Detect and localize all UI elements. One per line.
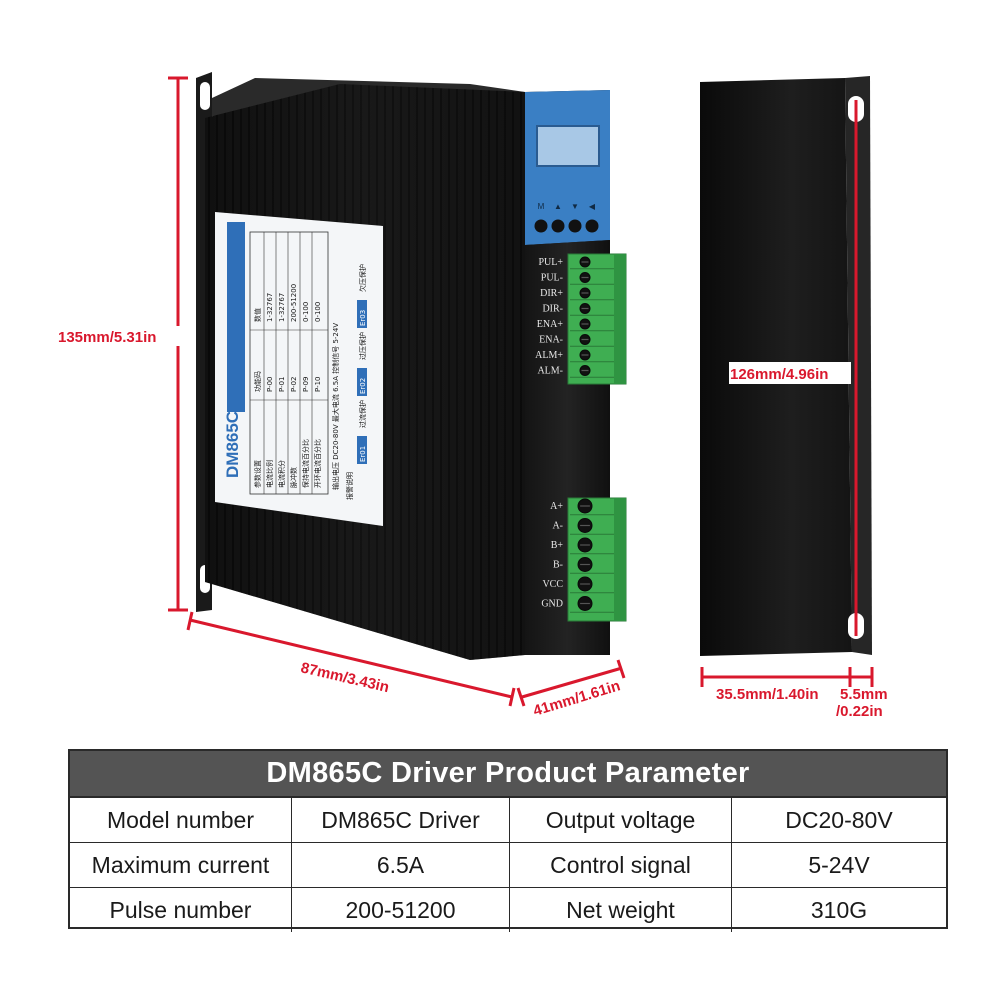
sticker-cell: 保持电流百分比 (301, 439, 310, 488)
sticker-alarm-label: 报警说明 (345, 472, 354, 500)
param-value: 200-51200 (292, 888, 510, 932)
side-flange (845, 76, 872, 655)
keypad-button[interactable] (551, 219, 565, 233)
width-dimension: 41mm/1.61in (516, 659, 626, 720)
flange-width-label-1: 5.5mm (840, 686, 888, 703)
driver-side-view: 126mm/4.96in (700, 76, 872, 656)
param-value: DM865C Driver (292, 798, 510, 842)
sticker-alarm: Er03 (359, 310, 367, 326)
height-dimension: 135mm/5.31in (58, 76, 188, 612)
side-width-label: 35.5mm/1.40in (716, 686, 819, 703)
sticker-alarm: 欠压保护 (358, 264, 367, 292)
mount-slot-top (200, 82, 210, 110)
sticker-model-label: DM865C (223, 411, 242, 478)
table-row: Model number DM865C Driver Output voltag… (70, 798, 946, 843)
param-value: DC20-80V (785, 806, 893, 833)
sticker-voltage-line: 输出电压 DC20-80V 最大电流 6.5A 控制信号 5-24V (331, 323, 340, 490)
terminal-label: A- (552, 521, 563, 532)
sticker-cell: 200-51200 (290, 284, 298, 322)
keypad-button[interactable] (568, 219, 582, 233)
terminal-label: DIR+ (540, 288, 563, 299)
terminal-label: ALM- (537, 366, 563, 377)
param-label: Control signal (510, 843, 732, 887)
param-label: Pulse number (70, 888, 292, 932)
sticker-alarm: Er01 (359, 446, 367, 462)
sticker-cell: 0-100 (314, 302, 322, 322)
keypad-button-label: ◀ (589, 202, 596, 211)
side-width-dimension: 35.5mm/1.40in 5.5mm /0.22in (700, 667, 888, 720)
sticker-cell: P-09 (302, 376, 310, 392)
sticker-cell: P-00 (266, 376, 274, 392)
terminal-label: A+ (550, 501, 563, 512)
keypad-button-label: M (538, 202, 545, 211)
sticker-cell: 脉冲数 (289, 467, 298, 488)
terminal-label: PUL- (541, 273, 563, 284)
flange-width-label-2: /0.22in (836, 703, 883, 720)
sticker-cell: P-01 (278, 376, 286, 392)
param-label: Net weight (510, 888, 732, 932)
terminal-label: B- (553, 560, 563, 571)
sticker-alarm: 过流保护 (358, 400, 367, 428)
sticker-header-1: 功能码 (253, 371, 262, 392)
sticker-cell: 电流积分 (277, 460, 286, 488)
param-value: 6.5A (292, 843, 510, 887)
terminal-label: DIR- (542, 304, 563, 315)
sticker-cell: 0-100 (302, 302, 310, 322)
sticker-cell: 1-32767 (266, 293, 274, 322)
sticker-blue-bar (227, 222, 245, 412)
terminal-label: ENA+ (537, 319, 564, 330)
param-label: Output voltage (510, 798, 732, 842)
param-value: 310G (810, 896, 868, 923)
terminal-label: ENA- (539, 335, 563, 346)
table-title: DM865C Driver Product Parameter (70, 751, 946, 798)
table-row: Pulse number 200-51200 Net weight 310G (70, 888, 946, 932)
param-value: 5-24V (808, 851, 870, 878)
terminal-label: ALM+ (535, 350, 563, 361)
sticker-header-2: 数值 (253, 308, 262, 322)
sticker-alarm: 过压保护 (358, 332, 367, 360)
sticker-cell: P-10 (314, 376, 322, 392)
power-terminal-block: A+ A- B+ B- VCC GND (541, 497, 627, 622)
param-label: Model number (70, 798, 292, 842)
sticker-cell: P-02 (290, 376, 298, 392)
side-height-label: 126mm/4.96in (730, 366, 828, 383)
terminal-label: VCC (542, 579, 563, 590)
keypad-button-label: ▲ (554, 202, 562, 211)
height-dimension-label: 135mm/5.31in (58, 329, 156, 346)
keypad: M ▲ ▼ ◀ (534, 202, 599, 233)
keypad-button-label: ▼ (571, 202, 579, 211)
lcd-display (536, 125, 600, 167)
signal-terminal-block: PUL+ PUL- DIR+ DIR- ENA+ ENA- ALM+ ALM- (535, 253, 627, 385)
keypad-button[interactable] (585, 219, 599, 233)
sticker-cell: 开环电流百分比 (313, 439, 322, 488)
spec-sticker: DM865C 参数设置 功能码 数值 电流比例 P-00 1-32767 电流积分 P-… (215, 212, 383, 526)
table-row: Maximum current 6.5A Control signal 5-24… (70, 843, 946, 888)
product-illustration: DM865C 参数设置 功能码 数值 电流比例 P-00 1-32767 电流积分 P-… (58, 72, 888, 720)
parameter-table: DM865C Driver Product Parameter Model nu… (68, 749, 948, 932)
sticker-alarm: Er02 (359, 378, 367, 394)
driver-front-view: DM865C 参数设置 功能码 数值 电流比例 P-00 1-32767 电流积分 P-… (196, 72, 627, 660)
sticker-cell: 1-32767 (278, 293, 286, 322)
sticker-param-table: 参数设置 功能码 数值 电流比例 P-00 1-32767 电流积分 P-01 1-327… (249, 231, 367, 500)
param-label: Maximum current (70, 843, 292, 887)
terminal-label: PUL+ (538, 257, 563, 268)
keypad-button[interactable] (534, 219, 548, 233)
sticker-header-0: 参数设置 (253, 460, 262, 488)
terminal-label: B+ (551, 540, 564, 551)
width-dimension-label: 41mm/1.61in (531, 677, 622, 720)
sticker-cell: 电流比例 (265, 460, 274, 488)
terminal-label: GND (541, 599, 563, 610)
